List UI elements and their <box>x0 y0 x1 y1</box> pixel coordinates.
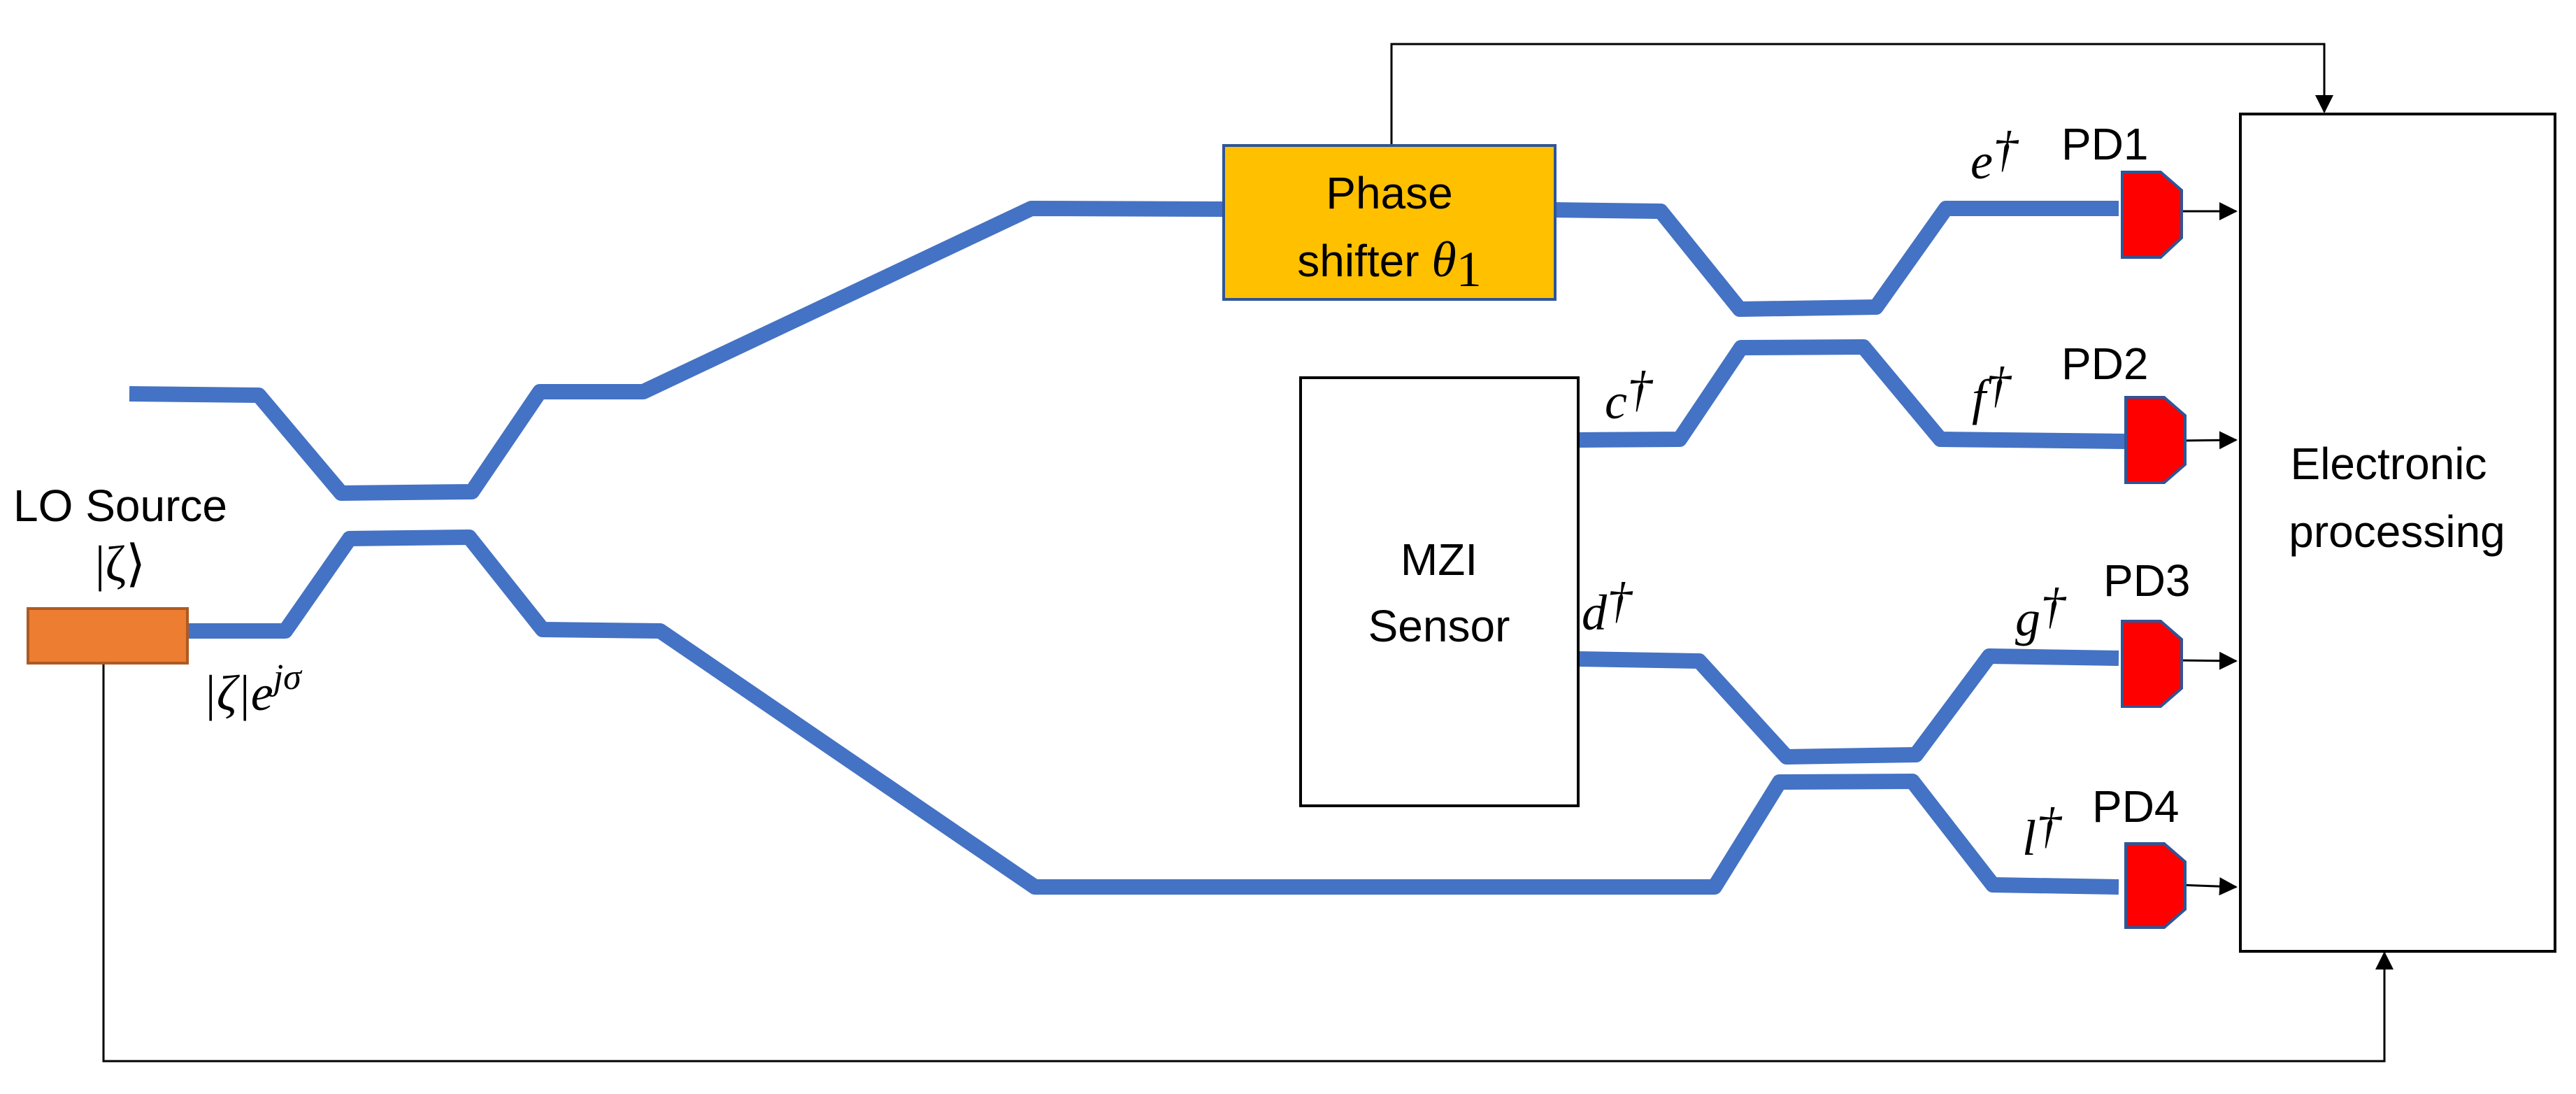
photodetector-pd1 <box>2121 171 2183 259</box>
waveguide-input-lower <box>185 530 2119 895</box>
mzi-sensor-line1: MZI <box>1401 534 1477 585</box>
mode-labels: e† f† c† d† g† l† <box>1582 121 2067 866</box>
mzi-sensor-box <box>1299 376 1580 807</box>
phase-shifter-line2: shifter θ1 <box>1297 232 1481 297</box>
phase-shifter-box <box>1222 144 1557 301</box>
waveguide-phase-out <box>1553 201 2119 317</box>
lo-source: LO Source |ζ⟩ |ζ|ejσ <box>13 481 303 721</box>
mode-label-f: f† <box>1972 357 2012 425</box>
lo-source-block <box>27 607 189 665</box>
waveguide-mzi-c <box>1576 339 2126 449</box>
waveguides <box>129 201 2126 895</box>
mode-label-d: d† <box>1582 572 1633 641</box>
phase-shifter-theta-sub: 1 <box>1457 241 1482 297</box>
waveguide-input-upper <box>129 201 1224 501</box>
electronic-processing-line1: Electronic <box>2291 439 2487 489</box>
lo-source-state: |ζ⟩ <box>95 536 145 592</box>
electronic-processing-line2: processing <box>2289 506 2505 557</box>
phase-shifter-word: shifter <box>1297 236 1419 286</box>
lo-output-field: |ζ|ejσ <box>203 658 303 721</box>
photodetectors: PD1 PD2 PD3 PD4 <box>2061 119 2191 929</box>
pd4-label: PD4 <box>2092 781 2180 832</box>
phase-shifter-feedback-line <box>1390 43 2333 145</box>
mode-label-e: e† <box>1970 121 2019 190</box>
pd4-signal-arrow <box>2177 877 2238 896</box>
phase-shifter-theta: θ <box>1431 232 1456 287</box>
lo-output-amplitude: |ζ|e <box>203 665 273 721</box>
mode-label-g: g† <box>2015 578 2067 646</box>
mzi-sensor-line2: Sensor <box>1368 601 1510 651</box>
electronic-processing: Electronic processing <box>2239 113 2556 953</box>
pd2-signal-arrow <box>2177 431 2238 450</box>
photodetector-pd4 <box>2124 842 2187 929</box>
pd3-signal-arrow <box>2177 651 2238 670</box>
mzi-sensor: MZI Sensor <box>1299 376 1580 807</box>
lo-output-exponent: jσ <box>269 658 303 697</box>
lo-reference-line <box>102 665 2393 1063</box>
connections <box>102 43 2393 1063</box>
pd2-label: PD2 <box>2061 339 2149 389</box>
mode-label-l: l† <box>2022 797 2063 866</box>
phase-shifter: Phase shifter θ1 <box>1222 144 1557 301</box>
pd1-label: PD1 <box>2061 119 2149 169</box>
pd3-label: PD3 <box>2103 555 2191 606</box>
electronic-processing-box <box>2239 113 2556 953</box>
lo-source-label: LO Source <box>13 481 227 531</box>
photodetector-pd2 <box>2124 396 2187 484</box>
phase-shifter-line1: Phase <box>1326 168 1452 218</box>
mode-label-c: c† <box>1605 361 1654 429</box>
photodetector-pd3 <box>2121 620 2183 708</box>
waveguide-mzi-d <box>1576 648 2119 765</box>
